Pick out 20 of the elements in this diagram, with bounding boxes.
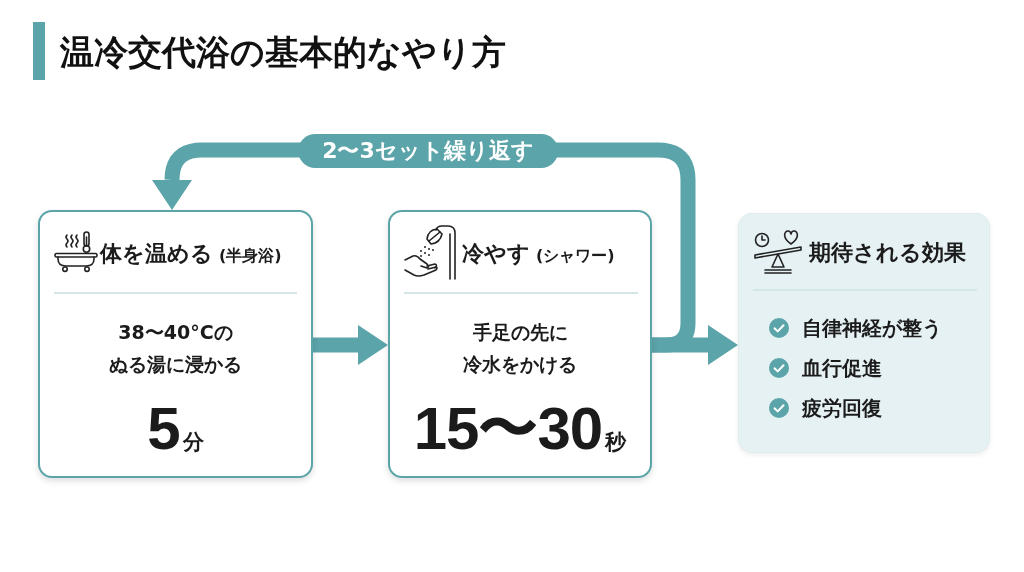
effect-item: 疲労回復 <box>802 395 882 422</box>
step-subheading: (半身浴) <box>219 245 282 267</box>
duration-value: 15〜30 <box>413 398 603 460</box>
step-description: 38〜40°Cのぬる湯に浸かる <box>108 320 243 377</box>
step-card <box>388 210 652 478</box>
edge-label: 2〜3セット繰り返す <box>298 134 558 168</box>
step-heading: 冷やす <box>462 240 530 268</box>
duration-unit: 秒 <box>605 429 627 456</box>
step-subheading: (シャワー) <box>536 245 615 267</box>
duration-unit: 分 <box>182 429 204 456</box>
duration-value: 5 <box>147 398 180 460</box>
step-description: 手足の先に冷水をかける <box>462 320 578 377</box>
effects-panel <box>738 213 990 453</box>
title: 温冷交代浴の基本的なやり方 <box>60 31 506 74</box>
arrow <box>313 325 388 365</box>
step-heading: 体を温める <box>100 240 213 268</box>
panel-heading: 期待される効果 <box>809 239 966 267</box>
step-card <box>38 210 313 478</box>
effect-item: 自律神経が整う <box>802 315 942 342</box>
effect-item: 血行促進 <box>802 355 882 382</box>
